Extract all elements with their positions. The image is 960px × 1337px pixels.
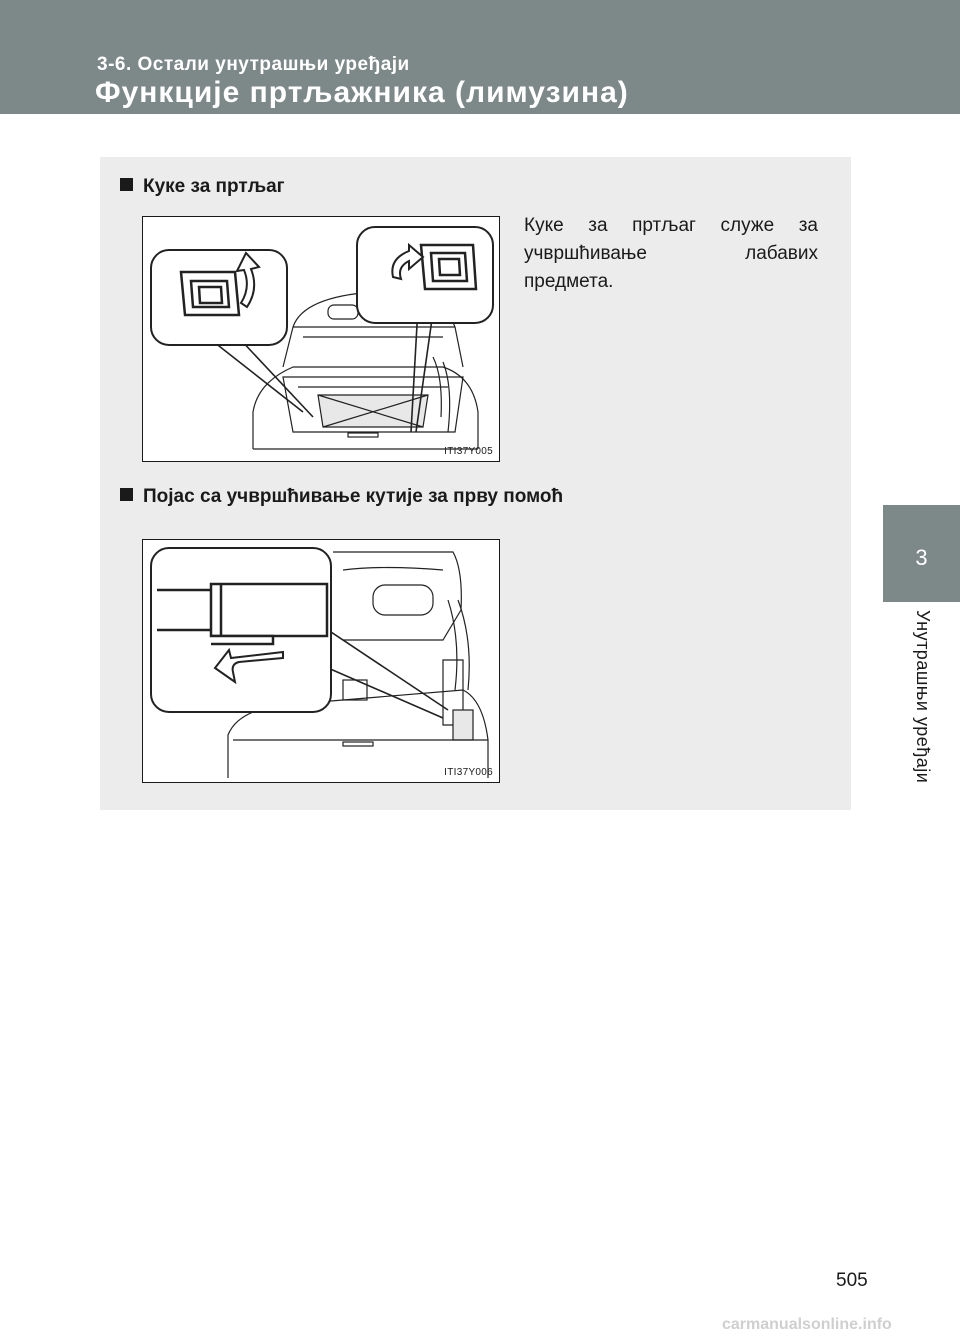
square-bullet-icon [120,178,133,191]
trunk-strap-illustration [150,547,489,778]
chapter-tab: 3 [883,505,960,602]
trunk-illustration [150,226,494,450]
strap-icon [157,582,329,646]
chapter-number: 3 [915,545,928,570]
svg-text:carmanualsonline.info: carmanualsonline.info [722,1316,892,1333]
page-title: Функције пртљажника (лимузина) [95,76,629,109]
heading-text: Куке за пртљаг [143,176,285,197]
rotate-arrow-icon [235,251,261,309]
figure-code: ITI37Y005 [444,446,493,457]
chapter-label: Унутрашњи уређаји [913,610,933,784]
figure-code: ITI37Y006 [444,767,493,778]
figure-first-aid-strap: ITI37Y006 [142,539,500,783]
heading-luggage-hooks: Куке за пртљаг [120,176,285,198]
page-number: 505 [836,1270,868,1291]
heading-text: Појас са учвршћивање кутије за прву помо… [143,486,564,507]
figure-luggage-hooks: ITI37Y005 [142,216,500,462]
watermark-logo: carmanualsonline.info [722,1316,892,1333]
luggage-hooks-description: Куке за пртљаг служе за учвршћивање лаба… [524,215,818,292]
arrow-left-icon [213,647,284,685]
square-bullet-icon [120,488,133,501]
heading-first-aid-strap: Појас са учвршћивање кутије за прву помо… [120,486,563,508]
section-label: 3-6. Остали унутрашњи уређаји [97,54,410,75]
page-header: 3-6. Остали унутрашњи уређаји Функције п… [0,0,960,114]
luggage-hook-icon [179,270,241,317]
